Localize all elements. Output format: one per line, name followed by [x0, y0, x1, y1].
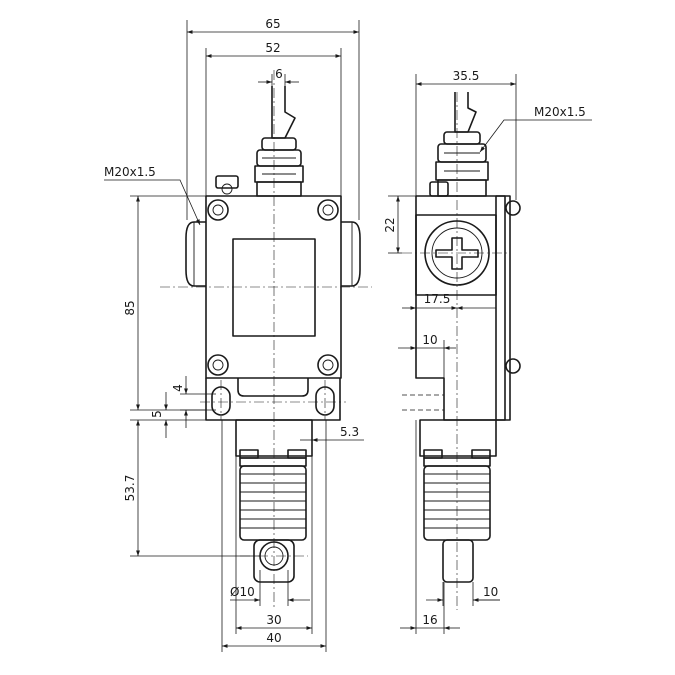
dim-width-overall: 65 [265, 17, 280, 31]
dim-actuator-width: 6 [275, 67, 283, 81]
side-roller [442, 539, 474, 583]
top-screw-cap [215, 175, 239, 195]
side-actuator-flag [454, 92, 477, 133]
dim-head-height: 22 [383, 217, 397, 232]
corner-screws [207, 199, 339, 376]
front-view: 65 52 6 M20x1.5 85 4 5 [104, 17, 372, 652]
dim-bellows-width: 30 [266, 613, 281, 627]
side-plunger-housing [419, 419, 497, 457]
dim-roller-diameter: Ø10 [230, 585, 255, 599]
side-thread-label: M20x1.5 [534, 105, 586, 119]
dim-side-base-depth: 16 [422, 613, 437, 627]
side-view: 35.5 M20x1.5 22 17.5 10 16 [383, 69, 592, 634]
rotary-head-frame [415, 214, 497, 296]
side-cable-gland [429, 131, 489, 197]
front-thread-label: M20x1.5 [104, 165, 156, 179]
dim-width-mounting: 52 [265, 41, 280, 55]
dim-slot-height: 4 [171, 384, 185, 392]
dim-base-width: 40 [266, 631, 281, 645]
right-side-plug [341, 221, 361, 287]
dim-head-center: 17.5 [424, 292, 451, 306]
top-actuator-flag [271, 86, 296, 139]
dim-plunger-length: 53.7 [123, 475, 137, 502]
left-side-plug [185, 221, 206, 287]
dim-side-offset: 10 [422, 333, 437, 347]
side-cover-plate [495, 195, 511, 421]
dim-side-roller-width: 10 [483, 585, 498, 599]
bellows [239, 457, 307, 541]
cable-gland [254, 137, 304, 197]
rotary-cross-icon [435, 237, 479, 270]
dim-body-height: 85 [123, 300, 137, 315]
dim-slot-offset: 5 [150, 410, 164, 418]
dim-slot-width: 5.3 [340, 425, 359, 439]
dim-side-depth: 35.5 [453, 69, 480, 83]
